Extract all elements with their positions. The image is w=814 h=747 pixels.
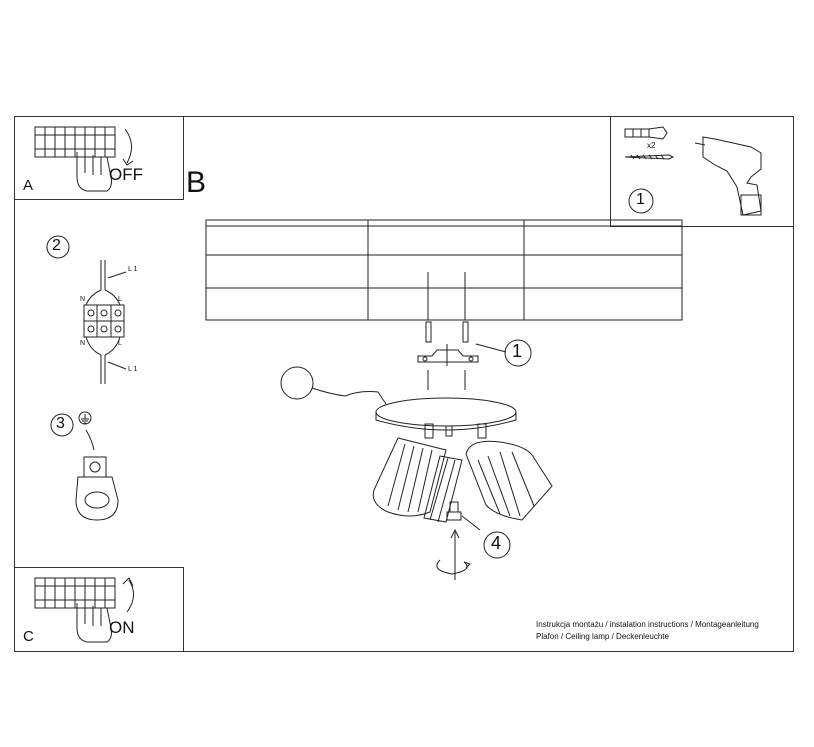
wire-n-bottom: N [80,340,86,347]
spotlight-right [465,440,553,521]
panel-tools: x2 1 [610,116,794,227]
footer-instructions: Instrukcja montażu / instalation instruc… [536,620,759,629]
wire-n-top: N [80,296,86,303]
wire-l-top: L [118,296,122,303]
tools-illustration [624,126,762,216]
section-b-letter: B [186,166,207,199]
mounting-bracket [417,349,479,363]
panel-power-on: C ON [14,567,184,652]
lamp-canopy [375,397,517,427]
spotlight-left [372,437,447,517]
kit-quantity: x2 [647,141,656,150]
instruction-frame [14,116,794,652]
on-label: ON [109,618,135,637]
wire-l1-bottom: L 1 [128,366,138,373]
screw-step-number: 4 [491,533,502,553]
footer-product: Plafon / Ceiling lamp / Deckenleuchte [536,632,669,641]
bracket-step-number: 1 [512,341,523,361]
panel-c-letter: C [23,628,34,645]
wire-l1-top: L 1 [128,266,138,273]
breaker-off-illustration [34,126,134,192]
drill-icon [702,136,762,216]
spotlight-center [423,455,463,523]
wall-plug-icon [624,128,650,138]
screw-icon [624,154,675,160]
tools-step-number: 1 [636,191,645,208]
wire-l-bottom: L [118,340,122,347]
breaker-on-illustration [34,577,134,643]
panel-a-letter: A [23,177,34,194]
off-label: OFF [109,165,143,184]
panel-power-off: A OFF [14,116,184,200]
ceiling-panels [205,219,683,321]
ground-icon [78,411,92,425]
ground-step-number: 3 [56,415,65,432]
wiring-step-number: 2 [52,237,61,254]
